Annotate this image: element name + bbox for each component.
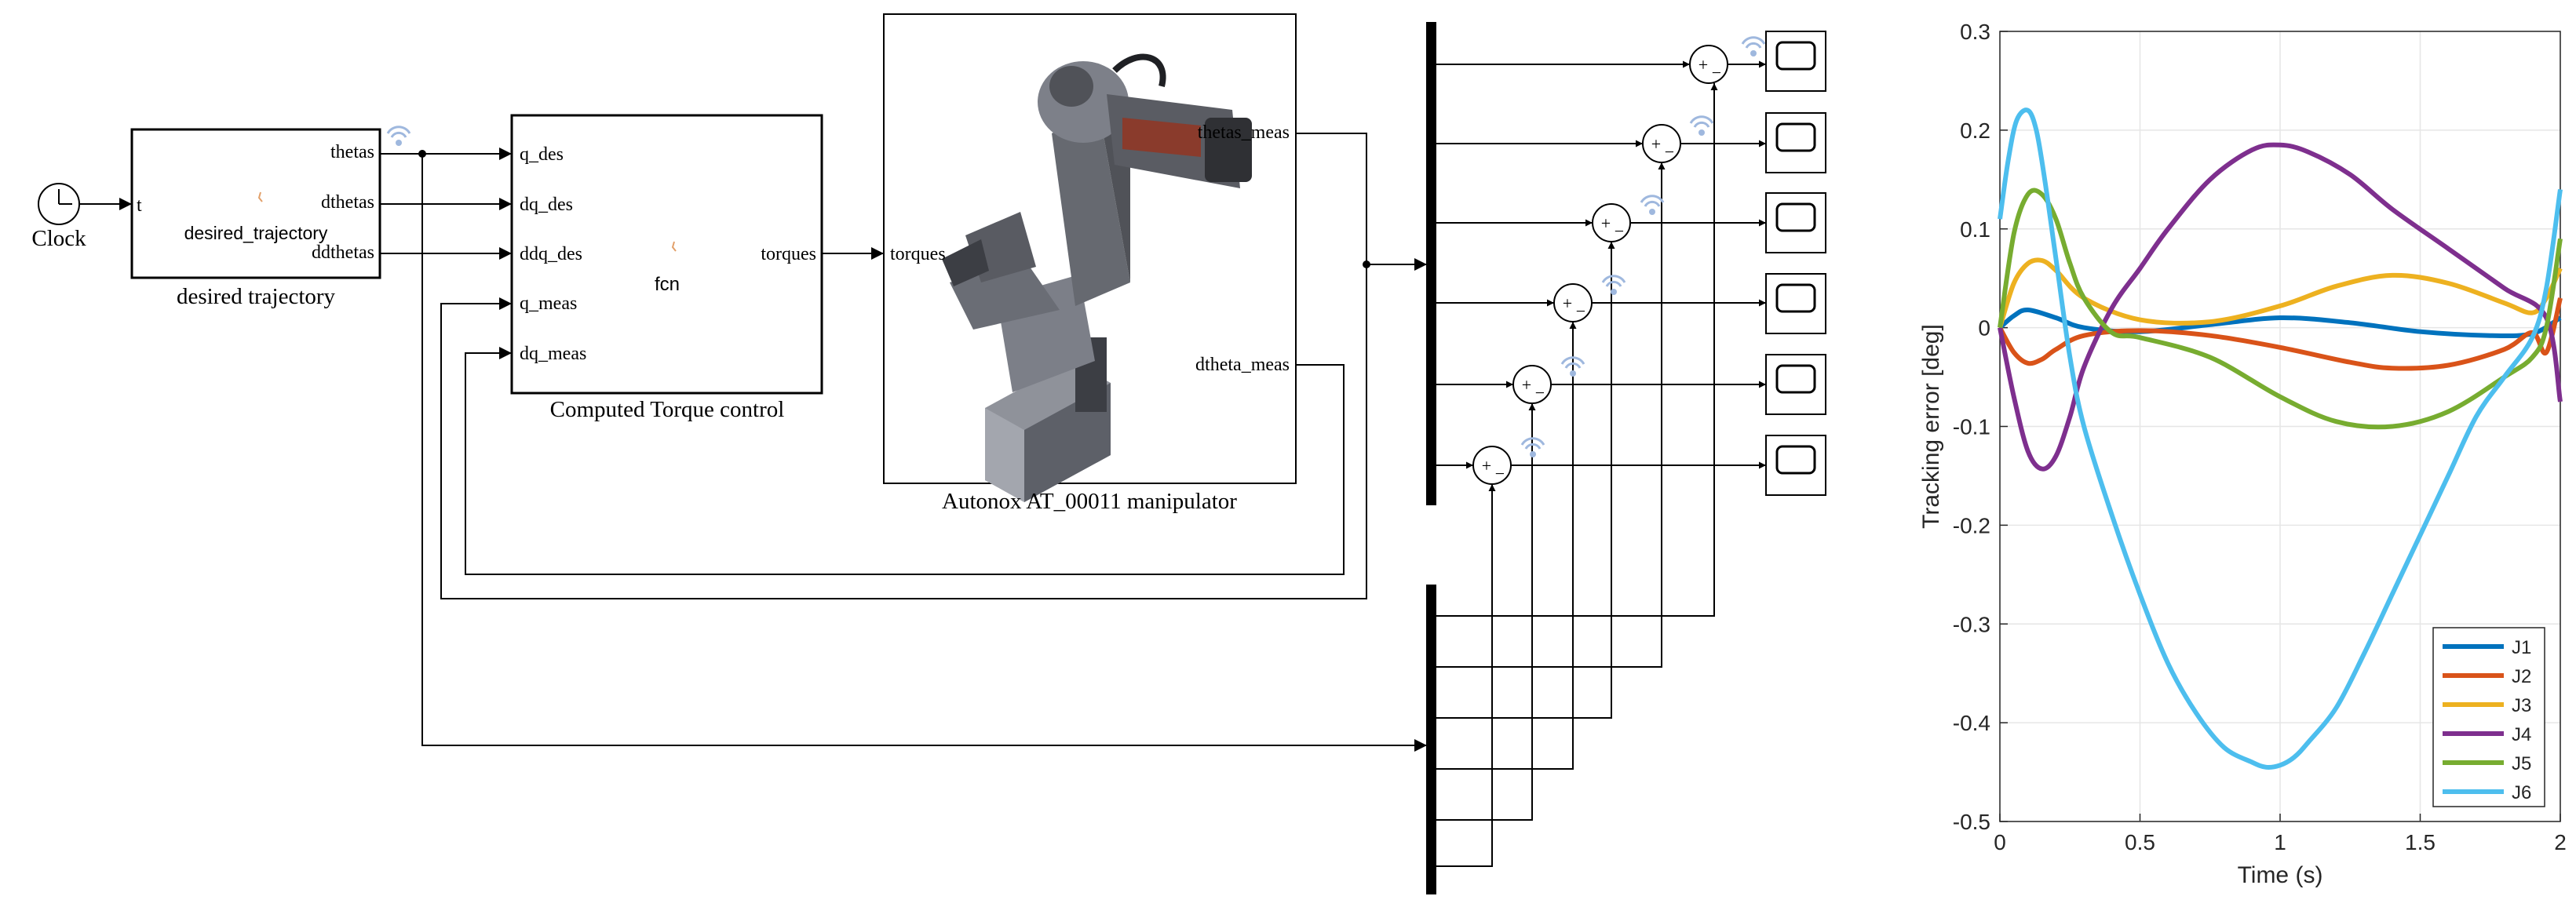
y-tick-label: -0.3 bbox=[1953, 612, 1990, 636]
y-tick-label: -0.1 bbox=[1953, 415, 1990, 439]
scope-block-j4[interactable] bbox=[1764, 272, 1827, 335]
legend-label-j2: J2 bbox=[2512, 666, 2531, 687]
sum-plus: + bbox=[1651, 134, 1661, 154]
legend-label-j3: J3 bbox=[2512, 695, 2531, 716]
traj-out-port-thetas: thetas bbox=[330, 142, 374, 162]
y-tick-label: 0.1 bbox=[1960, 217, 1990, 242]
sum-plus: + bbox=[1698, 55, 1708, 75]
sum-minus: − bbox=[1712, 63, 1721, 82]
traj-in-port-label: t bbox=[137, 195, 142, 216]
y-tick-label: -0.2 bbox=[1953, 513, 1990, 537]
demux-desired[interactable] bbox=[1426, 585, 1436, 894]
ctrl-port-dq-meas: dq_meas bbox=[520, 344, 586, 364]
log-wifi-icon bbox=[1689, 115, 1714, 137]
scope-block-j3[interactable] bbox=[1764, 191, 1827, 254]
legend-label-j4: J4 bbox=[2512, 724, 2531, 745]
traj-out-port-ddthetas: ddthetas bbox=[312, 242, 374, 263]
demux-measured[interactable] bbox=[1426, 22, 1436, 505]
robot-caption: Autonox AT_00011 manipulator bbox=[942, 489, 1237, 514]
log-wifi-icon bbox=[1640, 195, 1665, 217]
ctrl-out-port-torques: torques bbox=[761, 244, 816, 264]
y-tick-label: 0 bbox=[1978, 316, 1990, 341]
sum-minus: − bbox=[1665, 142, 1674, 162]
sum-block-j5[interactable]: + − bbox=[1512, 365, 1552, 404]
branch-point-thetas bbox=[418, 150, 426, 158]
clock-block[interactable] bbox=[38, 183, 80, 225]
y-tick-label: -0.5 bbox=[1953, 810, 1990, 834]
traj-block-icon bbox=[257, 191, 263, 202]
ctrl-port-ddq-des: ddq_des bbox=[520, 244, 582, 264]
series-line-j1 bbox=[1998, 307, 2562, 339]
legend-label-j1: J1 bbox=[2512, 637, 2531, 658]
x-tick-label: 0 bbox=[1994, 830, 2006, 854]
scope-block-j1[interactable] bbox=[1764, 30, 1827, 93]
scope-block-j6[interactable] bbox=[1764, 434, 1827, 497]
clock-label: Clock bbox=[31, 226, 86, 251]
legend-label-j6: J6 bbox=[2512, 782, 2531, 803]
scope-block-j5[interactable] bbox=[1764, 353, 1827, 416]
log-wifi-icon bbox=[1741, 36, 1766, 58]
ctrl-caption: Computed Torque control bbox=[550, 397, 785, 422]
sum-block-j1[interactable]: + − bbox=[1689, 45, 1728, 84]
sum-plus: + bbox=[1522, 375, 1531, 395]
traj-block-caption: desired trajectory bbox=[177, 284, 336, 309]
traj-block-inner-label: desired_trajectory bbox=[184, 223, 328, 243]
scope-block-j2[interactable] bbox=[1764, 111, 1827, 174]
sum-plus: + bbox=[1563, 293, 1572, 313]
series-line-j2 bbox=[1998, 297, 2563, 371]
robot-out-port-thetas-meas: thetas_meas bbox=[1198, 122, 1290, 143]
sum-minus: − bbox=[1495, 464, 1505, 483]
x-tick-label: 0.5 bbox=[2125, 830, 2155, 854]
sum-plus: + bbox=[1482, 456, 1491, 475]
traj-out-port-dthetas: dthetas bbox=[321, 192, 374, 213]
y-tick-label: 0.2 bbox=[1960, 118, 1990, 143]
y-tick-label: -0.4 bbox=[1953, 711, 1990, 735]
ctrl-port-q-des: q_des bbox=[520, 144, 564, 165]
simulink-diagram: Clock t thetas dthetas ddthetas desired_… bbox=[31, 13, 1827, 894]
y-tick-label: 0.3 bbox=[1960, 20, 1990, 44]
plot-area bbox=[2000, 31, 2560, 821]
series-line-j4 bbox=[1998, 142, 2563, 472]
legend-box bbox=[2432, 627, 2545, 807]
x-tick-label: 2 bbox=[2554, 830, 2567, 854]
x-tick-label: 1.5 bbox=[2405, 830, 2436, 854]
sum-minus: − bbox=[1615, 221, 1624, 241]
ctrl-inner-fcn: fcn bbox=[655, 274, 680, 295]
computed-torque-block[interactable] bbox=[510, 114, 823, 395]
series-line-j6 bbox=[1998, 107, 2563, 770]
desired-trajectory-block[interactable] bbox=[130, 128, 381, 279]
x-axis-label: Time (s) bbox=[2238, 862, 2323, 888]
log-wifi-icon bbox=[1601, 275, 1626, 297]
ctrl-block-icon bbox=[671, 241, 677, 252]
axes-box bbox=[1999, 31, 2561, 822]
traj-wifi-icon bbox=[386, 126, 411, 148]
ctrl-port-q-meas: q_meas bbox=[520, 293, 577, 314]
sum-block-j6[interactable]: + − bbox=[1472, 446, 1512, 485]
sum-minus: − bbox=[1535, 383, 1545, 403]
sum-minus: − bbox=[1576, 301, 1585, 321]
y-axis-label: Tracking error [deg] bbox=[1918, 324, 1944, 529]
robot-in-port-torques: torques bbox=[890, 244, 946, 264]
sum-plus: + bbox=[1601, 213, 1611, 233]
legend-label-j5: J5 bbox=[2512, 753, 2531, 774]
sum-block-j2[interactable]: + − bbox=[1642, 124, 1681, 163]
robot-arm-image bbox=[942, 53, 1252, 502]
robot-out-port-dtheta-meas: dtheta_meas bbox=[1195, 355, 1290, 375]
series-line-j3 bbox=[1998, 257, 2563, 329]
ctrl-port-dq-des: dq_des bbox=[520, 195, 573, 215]
sum-block-j4[interactable]: + − bbox=[1553, 283, 1593, 322]
series-line-j5 bbox=[1998, 188, 2563, 430]
sum-block-j3[interactable]: + − bbox=[1592, 203, 1631, 242]
branch-point-thetas-meas bbox=[1363, 260, 1370, 268]
x-tick-label: 1 bbox=[2274, 830, 2286, 854]
